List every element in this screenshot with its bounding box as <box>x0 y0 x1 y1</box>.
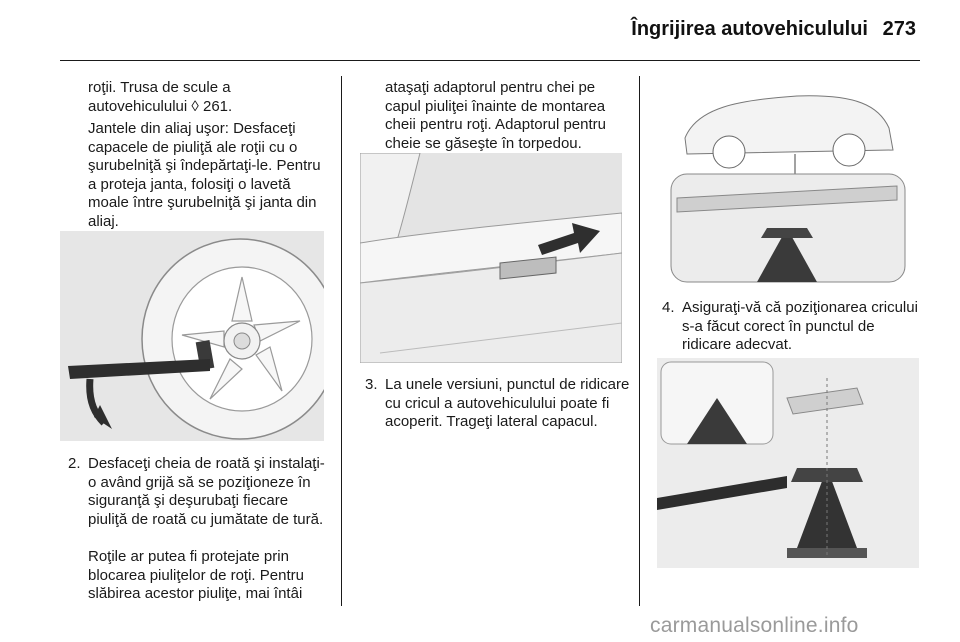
wheel-wrench-illustration <box>60 231 324 441</box>
jack-point-cover-illustration <box>360 153 622 363</box>
page-number: 273 <box>882 18 916 40</box>
car-jack-position-illustration <box>657 78 919 286</box>
step-4-text: 4. Asiguraţi-vă că poziţionarea cricului… <box>662 299 922 355</box>
col1-paragraph-3: Roţile ar putea fi protejate prin blocar… <box>88 548 304 602</box>
column-divider-1 <box>341 76 342 606</box>
jack-detail-illustration <box>657 358 919 568</box>
step-3-body: La unele versiuni, punctul de ridicare c… <box>385 376 630 430</box>
header-rule <box>60 60 920 61</box>
col2-paragraph-1: ataşaţi adaptorul pentru chei pe capul p… <box>385 79 606 152</box>
column-divider-2 <box>639 76 640 606</box>
col1-paragraph-1: roţii. Trusa de scule a autovehiculului … <box>88 79 233 115</box>
step-3-text: 3. La unele versiuni, punctul de ridicar… <box>365 376 630 432</box>
step-3-number: 3. <box>365 376 378 393</box>
col1-paragraph-2: Jantele din aliaj uşor: Desfaceţi capace… <box>88 120 321 230</box>
step-2-number: 2. <box>68 455 81 472</box>
step-2-text: 2. Desfaceţi cheia de roată şi instalaţi… <box>68 455 328 529</box>
step-2-body: Desfaceţi cheia de roată şi instalaţi-o … <box>88 455 325 528</box>
watermark: carmanualsonline.info <box>650 614 859 637</box>
step-4-body: Asiguraţi-vă că poziţionarea cricului s-… <box>682 299 918 353</box>
step-4-number: 4. <box>662 299 675 316</box>
page-header-title: Îngrijirea autovehiculului <box>631 18 868 40</box>
